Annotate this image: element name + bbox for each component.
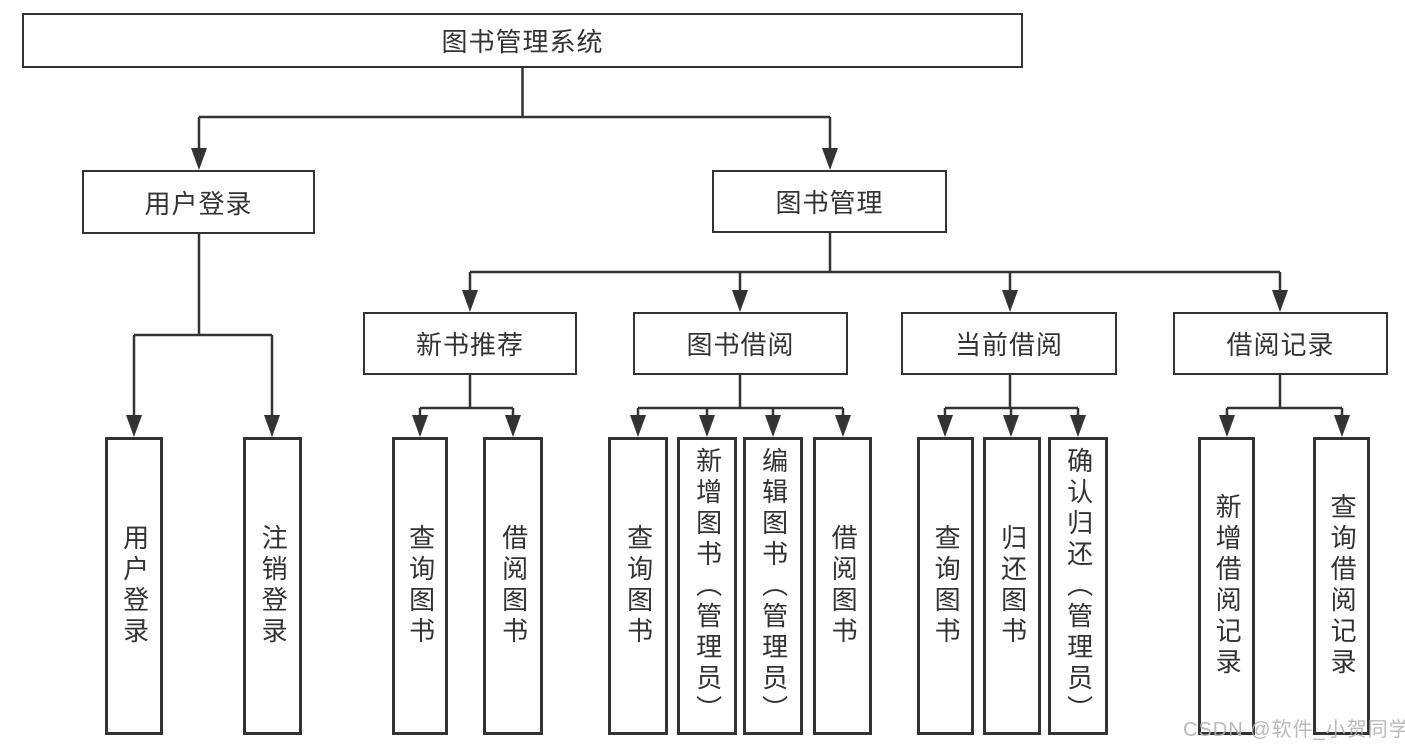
node-label: 注销登录 <box>258 524 289 648</box>
node-label: 当前借阅 <box>954 330 1063 360</box>
node-label: 图书管理 <box>775 188 884 218</box>
node-label: 图书管理系统 <box>441 27 604 57</box>
node-book-borrow: 图书借阅 <box>633 312 848 375</box>
connector-current-borrow <box>943 375 1080 418</box>
node-label: 归还图书 <box>997 524 1028 648</box>
node-label: 用户登录 <box>119 524 150 648</box>
node-label: 编辑图书（管理员） <box>758 446 789 726</box>
arrowheads <box>126 148 1350 437</box>
connector-root <box>197 68 832 150</box>
connector-book-borrow <box>636 375 845 418</box>
node-label: 图书借阅 <box>686 330 795 360</box>
node-user-login: 用户登录 <box>82 170 315 234</box>
node-label: 新书推荐 <box>415 330 524 360</box>
node-leaf-confirm-return-admin: 确认归还（管理员） <box>1048 437 1108 735</box>
node-leaf-borrow-books-1: 借阅图书 <box>483 437 543 735</box>
node-borrow-records: 借阅记录 <box>1173 312 1388 375</box>
node-current-borrow: 当前借阅 <box>901 312 1117 375</box>
csdn-watermark: CSDN @软件_小贺同学 <box>1183 719 1405 741</box>
node-label: 查询图书 <box>405 524 436 648</box>
node-leaf-return-books: 归还图书 <box>983 437 1041 735</box>
node-book-management: 图书管理 <box>712 170 947 233</box>
node-leaf-query-books-3: 查询图书 <box>917 437 974 735</box>
node-label: 查询图书 <box>931 524 962 648</box>
connector-book-management <box>468 233 1282 293</box>
connector-borrow-records <box>1225 375 1344 418</box>
node-leaf-add-books-admin: 新增图书（管理员） <box>677 437 737 735</box>
elbow-connectors <box>132 68 1344 418</box>
node-label: 借阅图书 <box>498 524 529 648</box>
connector-user-login <box>132 234 274 418</box>
node-leaf-query-books-1: 查询图书 <box>392 437 448 735</box>
node-label: 新增图书（管理员） <box>692 446 723 726</box>
node-label: 借阅记录 <box>1226 330 1335 360</box>
node-root-library-system: 图书管理系统 <box>22 13 1023 68</box>
node-label: 借阅图书 <box>828 524 859 648</box>
node-leaf-edit-books-admin: 编辑图书（管理员） <box>743 437 803 735</box>
node-leaf-query-books-2: 查询图书 <box>608 437 668 735</box>
node-label: 确认归还（管理员） <box>1063 446 1094 726</box>
node-leaf-user-login: 用户登录 <box>105 437 163 735</box>
node-leaf-query-borrow-record: 查询借阅记录 <box>1313 437 1370 735</box>
node-new-book-recommend: 新书推荐 <box>363 312 577 375</box>
node-leaf-add-borrow-record: 新增借阅记录 <box>1198 437 1255 735</box>
node-leaf-borrow-books-2: 借阅图书 <box>813 437 872 735</box>
node-label: 用户登录 <box>144 188 253 219</box>
connector-new-book-recommend <box>418 375 515 418</box>
node-leaf-logout: 注销登录 <box>243 437 302 735</box>
node-label: 新增借阅记录 <box>1212 493 1243 679</box>
node-label: 查询借阅记录 <box>1327 493 1358 679</box>
node-label: 查询图书 <box>623 524 654 648</box>
